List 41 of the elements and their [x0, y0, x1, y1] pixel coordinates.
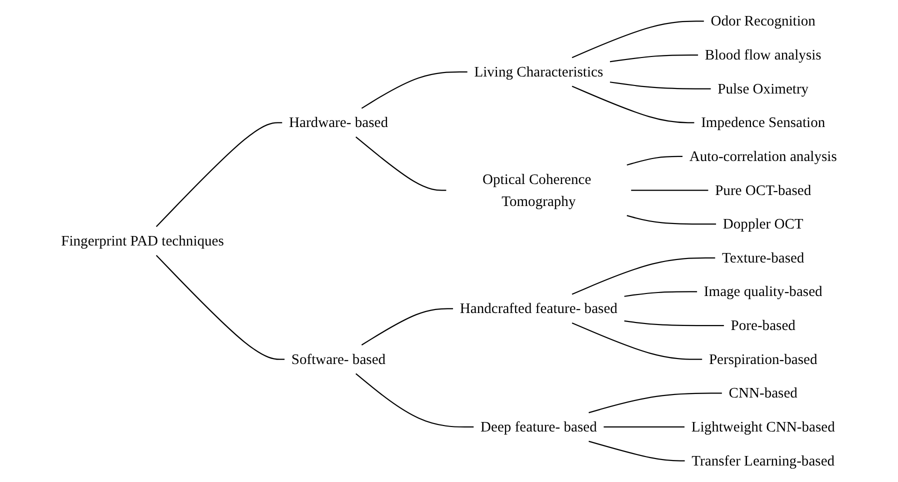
node-text: Impedence Sensation	[701, 114, 826, 131]
connector	[361, 308, 454, 346]
connector	[156, 122, 282, 228]
node-text: Pure OCT-based	[715, 182, 812, 198]
node-text: Optical Coherence Tomography	[482, 171, 592, 210]
node-text: Living Characteristics	[474, 64, 604, 80]
node-text: Transfer Learning-based	[692, 452, 835, 469]
connector	[361, 71, 468, 109]
node-text: Software- based	[291, 351, 386, 368]
node-text: CNN-based	[728, 384, 798, 402]
connector	[588, 392, 722, 414]
connector	[356, 373, 474, 428]
node-text: Hardware- based	[288, 114, 388, 131]
node-text: Deep feature- based	[480, 418, 597, 435]
connector	[588, 440, 685, 462]
node-text: Blood flow analysis	[704, 46, 822, 63]
connector	[572, 20, 704, 58]
connector	[604, 426, 684, 428]
connector	[626, 156, 682, 166]
connector	[626, 215, 716, 225]
connector	[356, 136, 446, 191]
connector	[610, 54, 698, 62]
connector	[610, 82, 711, 90]
connector	[572, 257, 716, 295]
node-text: Pulse Oximetry	[718, 80, 809, 97]
node-text: Odor Recognition	[710, 12, 816, 30]
connector	[572, 322, 702, 360]
node-text: Image quality-based	[704, 283, 822, 300]
connector	[572, 86, 694, 124]
node-text: Lightweight CNN-based	[691, 418, 835, 435]
connector	[156, 254, 285, 360]
connector	[624, 320, 724, 326]
node-text: Texture-based	[722, 250, 804, 266]
node-text: Fingerprint PAD techniques	[61, 232, 224, 249]
node-text: Auto-correlation analysis	[689, 148, 837, 164]
node-text: Perspiration-based	[708, 351, 818, 368]
connector	[631, 190, 708, 191]
node-text: Doppler OCT	[722, 216, 804, 232]
node-text: Pore-based	[730, 317, 796, 334]
node-text: Handcrafted feature- based	[460, 300, 618, 317]
connector	[624, 291, 698, 297]
